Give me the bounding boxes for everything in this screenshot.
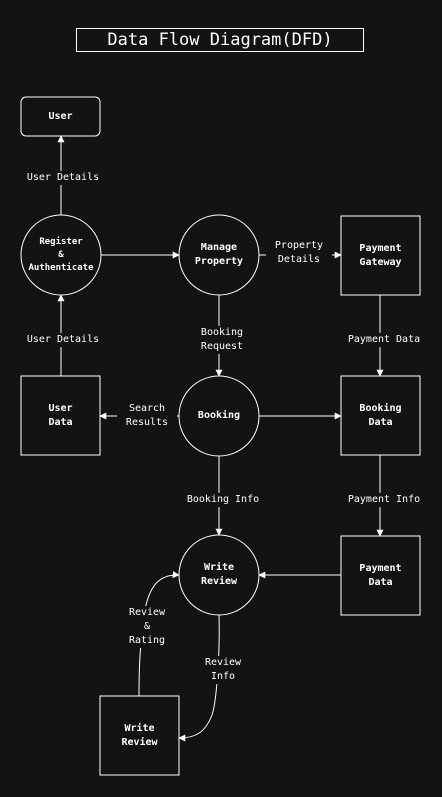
edge-label-booking-to-review: Booking Info xyxy=(176,493,270,507)
edge-label-booking-to-userdata: Search Results xyxy=(117,402,177,430)
edge-label-entity-to-review: Review & Rating xyxy=(118,606,176,648)
payment-gateway-label: Payment Gateway xyxy=(359,242,402,268)
edge-label-register-to-user: User Details xyxy=(16,171,110,185)
write-review-process-label: Write Review xyxy=(200,562,238,587)
booking-data-store-label: Booking Data xyxy=(359,402,402,428)
edge-entity-to-review xyxy=(138,571,180,697)
edge-label-manage-to-gateway: Property Details xyxy=(266,239,332,267)
edge-label-userdata-to-register: User Details xyxy=(16,333,110,347)
edge-label-review-to-entity: Review Info xyxy=(196,656,250,684)
write-review-entity-label: Write Review xyxy=(121,722,158,748)
register-process-label: Register & Authenticate xyxy=(28,236,94,273)
booking-process-label: Booking xyxy=(197,410,241,421)
user-data-store-label: User Data xyxy=(48,402,73,428)
diagram-title: Data Flow Diagram(DFD) xyxy=(107,30,333,50)
edge-label-manage-to-booking: Booking Request xyxy=(190,326,254,354)
edge-label-gateway-to-bookingdata: Payment Data xyxy=(338,333,430,347)
manage-property-process-label: Manage Property xyxy=(194,242,244,267)
user-entity-label: User xyxy=(48,110,73,122)
edge-review-to-entity xyxy=(178,614,220,742)
payment-data-store-label: Payment Data xyxy=(359,562,402,588)
edge-label-bookingdata-to-paymentdata: Payment Info xyxy=(338,493,430,507)
diagram-title-box: Data Flow Diagram(DFD) xyxy=(76,28,364,52)
